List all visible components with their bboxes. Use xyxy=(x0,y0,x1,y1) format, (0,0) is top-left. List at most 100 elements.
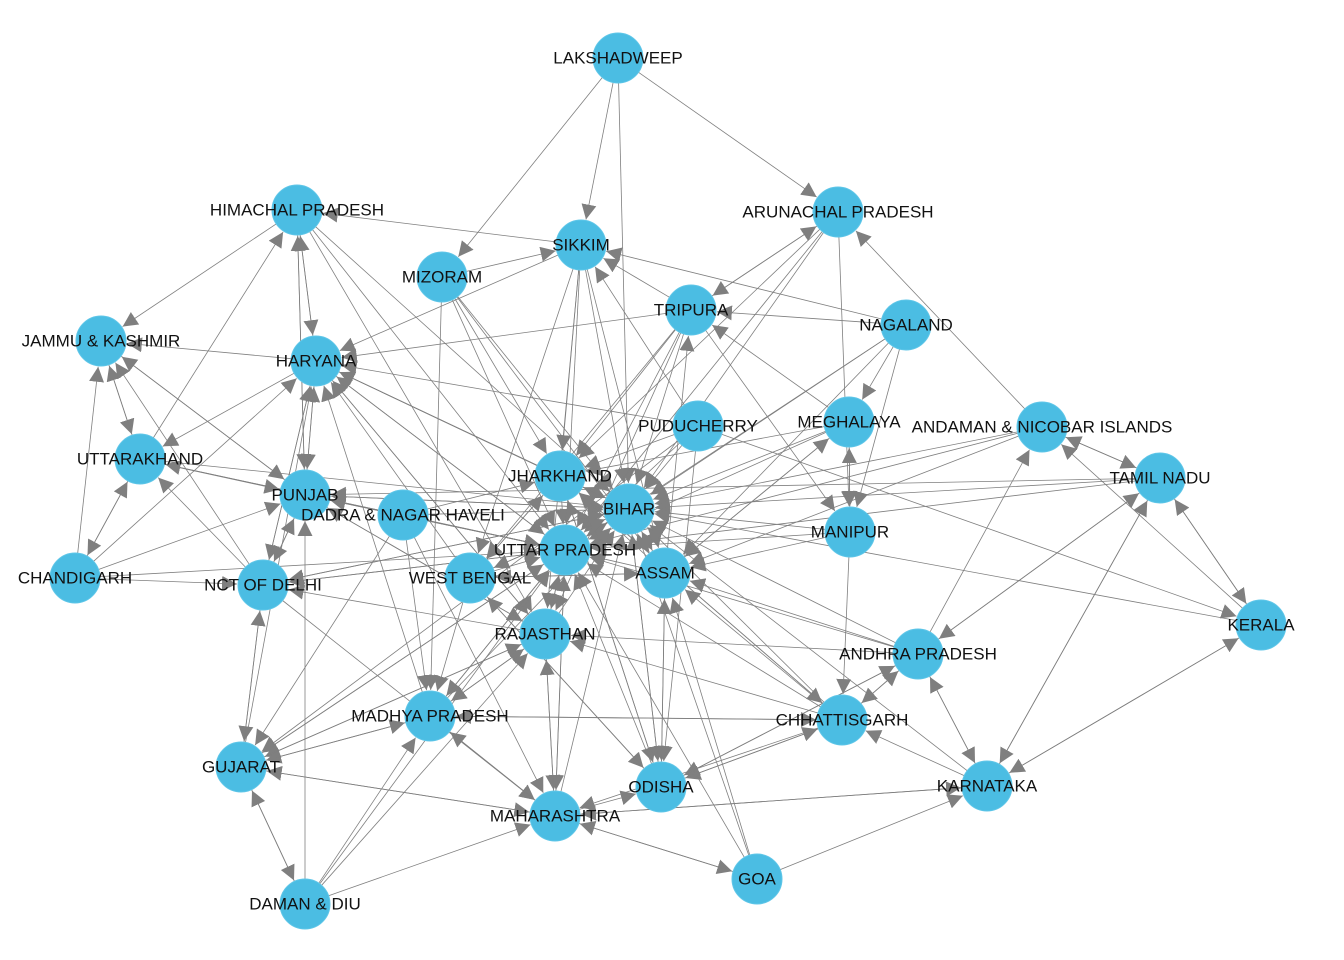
node-label: ANDHRA PRADESH xyxy=(839,645,997,664)
node-circle[interactable] xyxy=(1235,599,1287,651)
node-himachal[interactable]: HIMACHAL PRADESH xyxy=(210,184,384,236)
edge-delhi-to-punjab xyxy=(273,518,295,563)
node-circle[interactable] xyxy=(639,547,691,599)
edge-andhra-to-rajasthan xyxy=(570,628,894,654)
edge-himachal-to-up xyxy=(312,229,550,530)
node-assam[interactable]: ASSAM xyxy=(635,547,695,599)
node-circle[interactable] xyxy=(892,628,944,680)
node-label: MIZORAM xyxy=(402,268,482,287)
node-circle[interactable] xyxy=(529,790,581,842)
node-circle[interactable] xyxy=(880,299,932,351)
edge-puducherry-to-sikkim xyxy=(594,266,685,406)
edge-nagaland-to-meghalaya xyxy=(861,346,894,400)
edge-daman-to-mp xyxy=(318,737,416,884)
node-circle[interactable] xyxy=(672,400,724,452)
node-jharkhand[interactable]: JHARKHAND xyxy=(508,450,612,502)
edge-rajasthan-to-up xyxy=(548,575,563,610)
node-tripura[interactable]: TRIPURA xyxy=(654,284,729,336)
edge-andhra-to-tamilnadu xyxy=(937,492,1140,640)
node-circle[interactable] xyxy=(1134,452,1186,504)
edge-karnataka-to-bihar xyxy=(649,524,968,772)
node-circle[interactable] xyxy=(444,552,496,604)
node-maharashtra[interactable]: MAHARASHTRA xyxy=(490,790,621,842)
node-punjab[interactable]: PUNJAB xyxy=(271,469,339,521)
node-gujarat[interactable]: GUJARAT xyxy=(202,741,280,793)
node-label: JAMMU & KASHMIR xyxy=(22,332,181,351)
node-goa[interactable]: GOA xyxy=(731,853,783,905)
node-label: MAHARASHTRA xyxy=(490,807,621,826)
node-circle[interactable] xyxy=(961,760,1013,812)
edge-chhattisgarh-to-mp xyxy=(455,708,818,724)
node-sikkim[interactable]: SIKKIM xyxy=(552,219,610,271)
edge-tripura-to-bihar xyxy=(634,333,684,485)
node-jk[interactable]: JAMMU & KASHMIR xyxy=(22,315,181,367)
node-circle[interactable] xyxy=(823,396,875,448)
node-circle[interactable] xyxy=(49,552,101,604)
edge-arunachal-to-jharkhand xyxy=(578,228,821,459)
node-delhi[interactable]: NCT OF DELHI xyxy=(204,559,322,611)
node-label: HARYANA xyxy=(276,352,357,371)
node-circle[interactable] xyxy=(237,559,289,611)
node-rajasthan[interactable]: RAJASTHAN xyxy=(494,608,596,660)
edge-chhattisgarh-to-maharashtra xyxy=(579,727,819,811)
node-dadra[interactable]: DADRA & NAGAR HAVELI xyxy=(301,489,505,541)
node-mp[interactable]: MADHYA PRADESH xyxy=(351,690,509,742)
node-andaman[interactable]: ANDAMAN & NICOBAR ISLANDS xyxy=(912,401,1173,453)
node-uttarakhand[interactable]: UTTARAKHAND xyxy=(77,433,203,485)
node-odisha[interactable]: ODISHA xyxy=(628,761,694,813)
node-circle[interactable] xyxy=(279,878,331,930)
node-circle[interactable] xyxy=(416,251,468,303)
edge-maharashtra-to-bihar xyxy=(560,534,627,792)
node-circle[interactable] xyxy=(377,489,429,541)
node-circle[interactable] xyxy=(603,483,655,535)
node-circle[interactable] xyxy=(290,335,342,387)
node-puducherry[interactable]: PUDUCHERRY xyxy=(638,400,758,452)
edge-mizoram-to-sikkim xyxy=(466,246,556,272)
node-chandigarh[interactable]: CHANDIGARH xyxy=(18,552,132,604)
edge-goa-to-up xyxy=(577,572,745,858)
node-circle[interactable] xyxy=(635,761,687,813)
node-daman[interactable]: DAMAN & DIU xyxy=(249,878,361,930)
node-circle[interactable] xyxy=(279,469,331,521)
node-haryana[interactable]: HARYANA xyxy=(276,335,357,387)
edge-uttarakhand-to-himachal xyxy=(152,231,284,439)
node-circle[interactable] xyxy=(816,694,868,746)
node-meghalaya[interactable]: MEGHALAYA xyxy=(797,396,901,448)
node-label: MEGHALAYA xyxy=(797,413,901,432)
edge-chhattisgarh-to-andhra xyxy=(860,670,899,704)
node-circle[interactable] xyxy=(75,315,127,367)
node-lakshadweep[interactable]: LAKSHADWEEP xyxy=(553,32,683,84)
node-circle[interactable] xyxy=(665,284,717,336)
edge-tripura-to-arunachal xyxy=(711,226,817,297)
node-circle[interactable] xyxy=(555,219,607,271)
edge-tamilnadu-to-bihar xyxy=(654,479,1136,515)
node-circle[interactable] xyxy=(519,608,571,660)
node-chhattisgarh[interactable]: CHHATTISGARH xyxy=(776,694,909,746)
node-circle[interactable] xyxy=(731,853,783,905)
node-circle[interactable] xyxy=(215,741,267,793)
node-circle[interactable] xyxy=(539,524,591,576)
edge-gujarat-to-mp xyxy=(264,719,406,761)
node-circle[interactable] xyxy=(534,450,586,502)
node-mizoram[interactable]: MIZORAM xyxy=(402,251,482,303)
node-westbengal[interactable]: WEST BENGAL xyxy=(409,552,532,604)
node-nagaland[interactable]: NAGALAND xyxy=(859,299,953,351)
edge-nagaland-to-assam xyxy=(682,342,889,555)
node-arunachal[interactable]: ARUNACHAL PRADESH xyxy=(742,186,934,238)
node-circle[interactable] xyxy=(1016,401,1068,453)
node-circle[interactable] xyxy=(824,506,876,558)
edge-assam-to-meghalaya xyxy=(684,438,830,558)
node-karnataka[interactable]: KARNATAKA xyxy=(937,760,1038,812)
node-tamilnadu[interactable]: TAMIL NADU xyxy=(1109,452,1211,504)
node-kerala[interactable]: KERALA xyxy=(1227,599,1295,651)
node-andhra[interactable]: ANDHRA PRADESH xyxy=(839,628,997,680)
edge-himachal-to-jk xyxy=(122,223,277,327)
node-circle[interactable] xyxy=(592,32,644,84)
node-manipur[interactable]: MANIPUR xyxy=(811,506,889,558)
node-bihar[interactable]: BIHAR xyxy=(603,483,655,535)
node-circle[interactable] xyxy=(271,184,323,236)
node-up[interactable]: UTTAR PRADESH xyxy=(494,524,636,576)
node-circle[interactable] xyxy=(114,433,166,485)
node-circle[interactable] xyxy=(404,690,456,742)
node-circle[interactable] xyxy=(812,186,864,238)
